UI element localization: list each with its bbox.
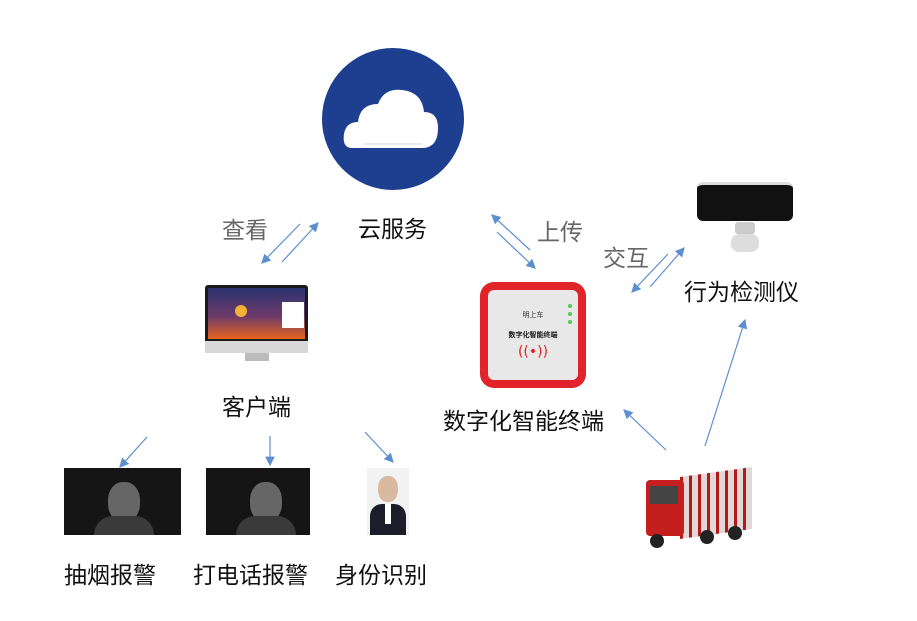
detector-label: 行为检测仪 <box>684 280 799 306</box>
terminal-logo: 明上车 <box>522 311 544 319</box>
arrow-client-to-identity <box>364 431 394 463</box>
arrow-detector-to-terminal <box>631 253 669 293</box>
arrow-terminal-to-cloud <box>491 214 531 251</box>
edge-label-upload: 上传 <box>537 220 583 246</box>
terminal-device: 明上车 数字化智能终端 ((•)) <box>480 282 586 388</box>
edge-label-interact: 交互 <box>603 246 649 272</box>
arrow-cloud-to-terminal <box>496 231 536 269</box>
phone-alarm-label: 打电话报警 <box>193 563 308 589</box>
status-leds <box>568 304 572 324</box>
arrow-cloud-to-client <box>261 223 301 264</box>
wireless-icon: ((•)) <box>517 344 549 360</box>
cloud-icon <box>322 48 464 190</box>
arrow-terminal-to-detector <box>649 247 685 288</box>
client-label: 客户端 <box>222 395 291 421</box>
truck-icon <box>640 466 752 556</box>
client-monitor-icon <box>205 285 308 362</box>
edge-label-view: 查看 <box>222 218 268 244</box>
arrow-client-to-cloud <box>281 222 319 263</box>
arrow-truck-to-detector <box>704 318 748 447</box>
smoking-alarm-label: 抽烟报警 <box>64 563 156 589</box>
identity-label: 身份识别 <box>335 563 427 589</box>
terminal-device-label: 数字化智能终端 <box>508 331 558 339</box>
arrow-truck-to-terminal <box>623 409 667 451</box>
phone-alarm-image <box>206 468 310 535</box>
identity-photo <box>367 468 409 535</box>
cloud-label: 云服务 <box>358 217 427 243</box>
smoking-alarm-image <box>64 468 181 535</box>
arrow-client-to-smoking <box>119 436 148 468</box>
detector-icon <box>697 182 793 257</box>
terminal-label: 数字化智能终端 <box>443 409 604 435</box>
